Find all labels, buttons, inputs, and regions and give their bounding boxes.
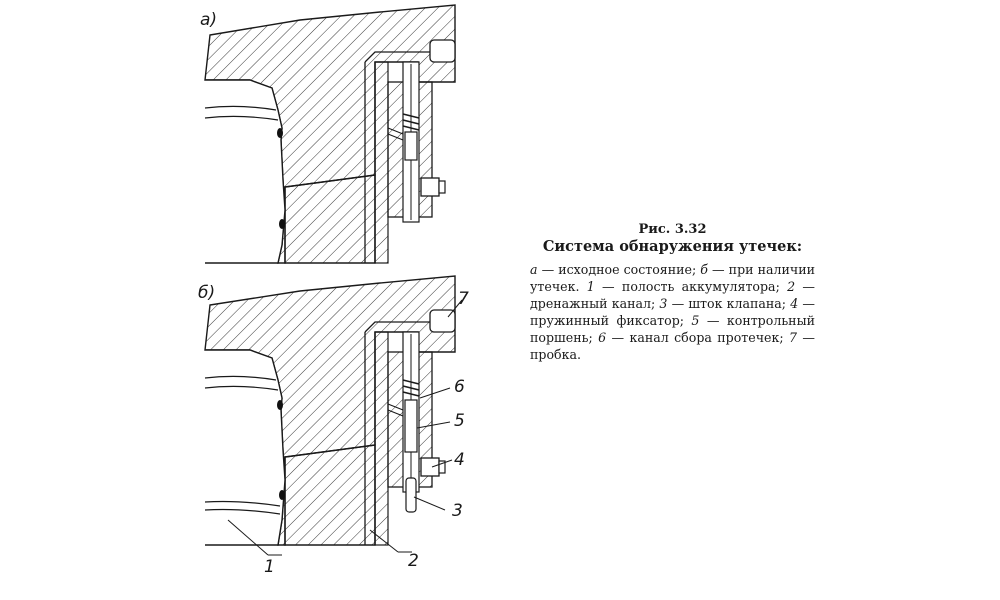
legend-text: — полость аккумулятора; [594, 279, 788, 294]
legend-key: 7 [789, 330, 798, 345]
legend-entry: 7 — пробка. [530, 330, 815, 362]
legend-text: — пробка. [530, 330, 815, 362]
callout-5: 5 [454, 411, 465, 431]
lower-block-a [284, 174, 376, 264]
legend-entry: 1 — полость аккумулятора; [587, 279, 787, 294]
legend-key: 1 [586, 279, 595, 294]
callout-4: 4 [454, 450, 465, 470]
legend-key: 5 [691, 313, 700, 328]
callout-2: 2 [408, 551, 419, 571]
legend-key: 6 [598, 330, 607, 345]
accumulator-cavity-a [205, 79, 286, 264]
view-b [204, 275, 463, 556]
legend-entry: б — при наличии утечек. [530, 262, 815, 294]
legend-text: — исходное состояние; [537, 262, 701, 277]
callout-1: 1 [264, 557, 275, 577]
figure-caption: Рис. 3.32 Система обнаружения утечек: а … [530, 222, 815, 363]
callout-6: 6 [454, 377, 465, 397]
figure-legend: а — исходное состояние; б — при наличии … [530, 261, 815, 363]
lower-block-b [284, 444, 376, 546]
legend-text: — пружинный фиксатор; [530, 296, 815, 328]
figure-title: Система обнаружения утечек: [542, 238, 803, 255]
legend-key: б [700, 262, 708, 277]
legend-text: — контрольный поршень; [530, 313, 815, 345]
view-label-a: а) [200, 10, 217, 30]
legend-text: — при наличии утечек. [530, 262, 815, 294]
legend-key: 3 [659, 296, 668, 311]
legend-text: — шток клапана; [667, 296, 791, 311]
legend-text: — дренажный канал; [530, 279, 815, 311]
callout-3: 3 [452, 501, 463, 521]
legend-key: 2 [787, 279, 796, 294]
figure-number: Рис. 3.32 [638, 222, 707, 237]
legend-entry: а — исходное состояние; [530, 262, 700, 277]
legend-key: а [530, 262, 538, 277]
view-a [204, 4, 456, 264]
legend-entry: 2 — дренажный канал; [530, 279, 815, 311]
callout-7: 7 [458, 289, 469, 309]
legend-entry: 3 — шток клапана; [659, 296, 790, 311]
legend-key: 4 [790, 296, 799, 311]
legend-entry: 6 — канал сбора протечек; [598, 330, 789, 345]
legend-text: — канал сбора протечек; [606, 330, 789, 345]
legend-entry: 5 — контрольный поршень; [530, 313, 815, 345]
view-label-b: б) [198, 283, 215, 303]
accumulator-cavity-b [205, 349, 286, 546]
legend-entry: 4 — пружинный фиксатор; [530, 296, 815, 328]
